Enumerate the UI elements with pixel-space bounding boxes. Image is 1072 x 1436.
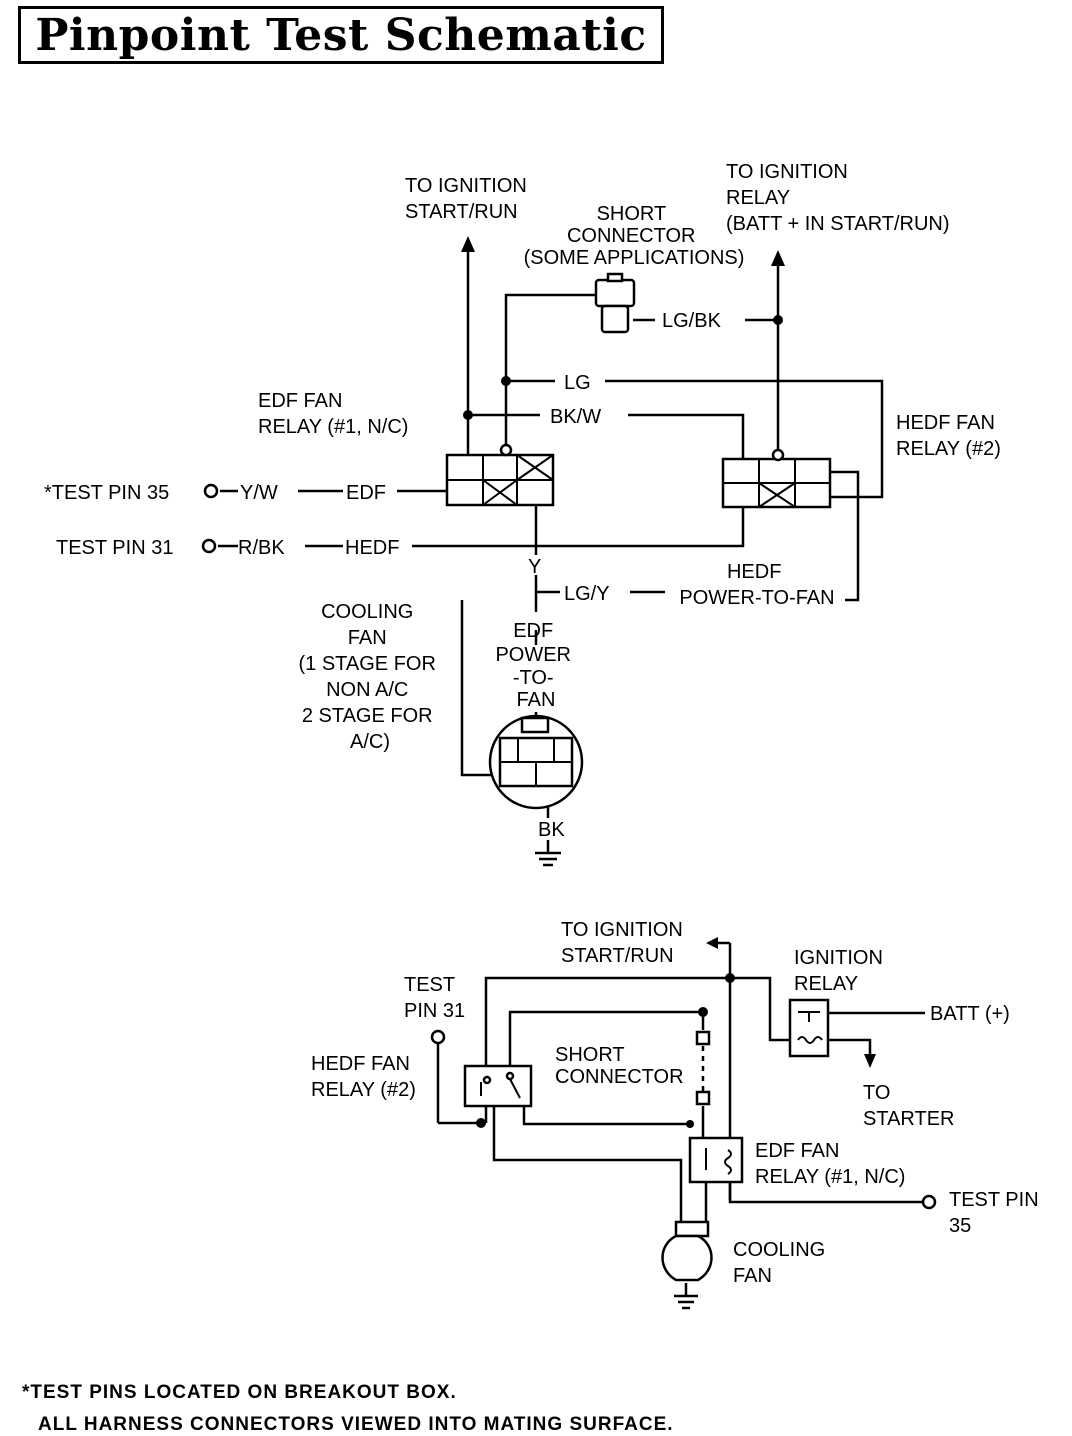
svg-text:EDF FAN RELAY (#1, N/C): EDF FAN RELAY (#1, N/C)	[258, 390, 408, 438]
bottom-label-to-ign-start-run-1: TO IGNITION	[561, 919, 683, 941]
top-test-pin-35-terminal	[203, 483, 219, 499]
bottom-label-edf-relay-2: RELAY (#1, N/C)	[755, 1166, 905, 1188]
bottom-ignition-relay	[788, 998, 830, 1058]
top-label-to-ign-start-run-2: START/RUN	[405, 201, 518, 223]
top-label-edf-relay-1: EDF FAN	[258, 390, 342, 412]
page-title: Pinpoint Test Schematic	[35, 9, 647, 61]
top-label-to-ign-start-run-1: TO IGNITION	[405, 175, 527, 197]
svg-text:EDF POWER -TO- FAN: EDF POWER -TO- FAN	[495, 620, 576, 711]
top-label-edf-relay-2: RELAY (#1, N/C)	[258, 416, 408, 438]
top-label-lg-y: LG/Y	[564, 583, 610, 605]
top-label-to-ign-relay-3: (BATT + IN START/RUN)	[726, 213, 950, 235]
bottom-label-to-ign-start-run-2: START/RUN	[561, 945, 674, 967]
bottom-test-pin-35-terminal	[921, 1194, 937, 1210]
svg-text:HEDF FAN RELAY (#2): HEDF FAN RELAY (#2)	[311, 1053, 416, 1101]
top-short-connector	[594, 272, 636, 334]
top-label-short-connector-1: SHORT	[597, 203, 666, 225]
top-label-to-ign-relay-2: RELAY	[726, 187, 790, 209]
top-label-bk-w: BK/W	[550, 406, 601, 428]
bottom-label-to-starter-1: TO	[863, 1082, 890, 1104]
top-test-pin-31-terminal	[201, 538, 217, 554]
svg-text:HEDF POWER-TO-FAN: HEDF POWER-TO-FAN	[679, 561, 834, 609]
bottom-short-connector-top	[695, 1030, 711, 1046]
svg-text:COOLING FAN: COOLING FAN	[733, 1239, 831, 1287]
svg-text:SHORT CONNECTOR (SOME: SHORT CONNECTOR (SOME APPLICATIONS)	[524, 203, 745, 269]
top-label-hedf-ptf-1: HEDF	[727, 561, 781, 583]
top-wiring	[218, 236, 884, 867]
svg-text:SHORT CONNECTOR: SHORT CONNECTOR	[555, 1044, 684, 1088]
top-label-edf-ptf-4: FAN	[517, 689, 556, 711]
top-label-to-ign-relay-1: TO IGNITION	[726, 161, 848, 183]
title-box: Pinpoint Test Schematic	[18, 6, 664, 64]
bottom-hedf-relay	[463, 1064, 533, 1108]
svg-text:TO IGNITION RELAY (BAT: TO IGNITION RELAY (BATT + IN START/RUN)	[726, 161, 950, 235]
bottom-label-batt: BATT (+)	[930, 1003, 1010, 1025]
svg-text:HEDF FAN RELAY (#2): HEDF FAN RELAY (#2)	[896, 412, 1001, 460]
top-label-test-pin-31: TEST PIN 31	[56, 537, 173, 559]
svg-text:IGNITION RELAY: IGNITION RELAY	[794, 947, 888, 995]
top-label-hedf-relay-2: RELAY (#2)	[896, 438, 1001, 460]
footer-note-harness: ALL HARNESS CONNECTORS VIEWED INTO MATIN…	[38, 1414, 674, 1435]
bottom-label-to-starter-2: STARTER	[863, 1108, 955, 1130]
footer-note-test-pins: *TEST PINS LOCATED ON BREAKOUT BOX.	[22, 1382, 457, 1403]
bottom-label-test-pin-31-1: TEST	[404, 974, 455, 996]
top-label-cooling-fan-1: COOLING	[321, 601, 413, 623]
top-label-cooling-fan-4: NON A/C	[326, 679, 408, 701]
bottom-label-ign-relay-1: IGNITION	[794, 947, 883, 969]
bottom-label-test-pin-35-1: TEST PIN	[949, 1189, 1039, 1211]
top-label-lg-bk: LG/BK	[662, 310, 722, 332]
bottom-label-ign-relay-2: RELAY	[794, 973, 858, 995]
top-label-edf-ptf-3: -TO-	[513, 667, 554, 689]
bottom-label-cooling-fan-2: FAN	[733, 1265, 772, 1287]
top-label-short-connector-3: (SOME APPLICATIONS)	[524, 247, 745, 269]
top-label-r-bk: R/BK	[238, 537, 285, 559]
top-label-hedf-ptf-2: POWER-TO-FAN	[679, 587, 834, 609]
top-label-cooling-fan-2: FAN	[348, 627, 387, 649]
svg-text:TO IGNITION START/RUN: TO IGNITION START/RUN	[561, 919, 688, 967]
bottom-label-cooling-fan-1: COOLING	[733, 1239, 825, 1261]
top-label-bk: BK	[538, 819, 565, 841]
top-edf-relay-connector	[445, 443, 555, 507]
top-cooling-fan	[488, 714, 584, 810]
bottom-label-hedf-relay-1: HEDF FAN	[311, 1053, 410, 1075]
top-label-test-pin-35: *TEST PIN 35	[44, 482, 169, 504]
bottom-test-pin-31-terminal	[430, 1029, 446, 1045]
top-hedf-relay-connector	[721, 448, 832, 509]
svg-text:EDF FAN RELAY (#1, N/C): EDF FAN RELAY (#1, N/C)	[755, 1140, 905, 1188]
svg-text:COOLING FAN (1 STAGE F: COOLING FAN (1 STAGE FOR NON A/C 2 STAGE…	[299, 601, 442, 753]
top-label-edf: EDF	[346, 482, 386, 504]
bottom-label-hedf-relay-2: RELAY (#2)	[311, 1079, 416, 1101]
svg-text:TO STARTER: TO STARTER	[863, 1082, 955, 1130]
bottom-label-short-connector-1: SHORT	[555, 1044, 624, 1066]
bottom-label-test-pin-31-2: PIN 31	[404, 1000, 465, 1022]
bottom-label-short-connector-2: CONNECTOR	[555, 1066, 684, 1088]
bottom-label-edf-relay-1: EDF FAN	[755, 1140, 839, 1162]
svg-text:TO IGNITION START/RUN: TO IGNITION START/RUN	[405, 175, 532, 223]
top-label-lg: LG	[564, 372, 591, 394]
top-label-y-w: Y/W	[240, 482, 278, 504]
svg-text:TEST PIN 35: TEST PIN 35	[949, 1189, 1044, 1237]
top-label-short-connector-2: CONNECTOR	[567, 225, 696, 247]
bottom-label-test-pin-35-2: 35	[949, 1215, 971, 1237]
bottom-edf-relay	[688, 1136, 744, 1184]
bottom-short-connector-bottom	[695, 1090, 711, 1106]
top-label-hedf: HEDF	[345, 537, 399, 559]
top-label-cooling-fan-6: A/C)	[350, 731, 390, 753]
top-label-cooling-fan-5: 2 STAGE FOR	[302, 705, 433, 727]
top-label-edf-ptf-2: POWER	[495, 644, 571, 666]
bottom-cooling-fan	[661, 1220, 713, 1282]
top-label-y: Y	[528, 556, 541, 578]
top-label-edf-ptf-1: EDF	[513, 620, 553, 642]
top-label-hedf-relay-1: HEDF FAN	[896, 412, 995, 434]
svg-text:TEST PIN 31: TEST PIN 31	[404, 974, 465, 1022]
top-label-cooling-fan-3: (1 STAGE FOR	[299, 653, 436, 675]
